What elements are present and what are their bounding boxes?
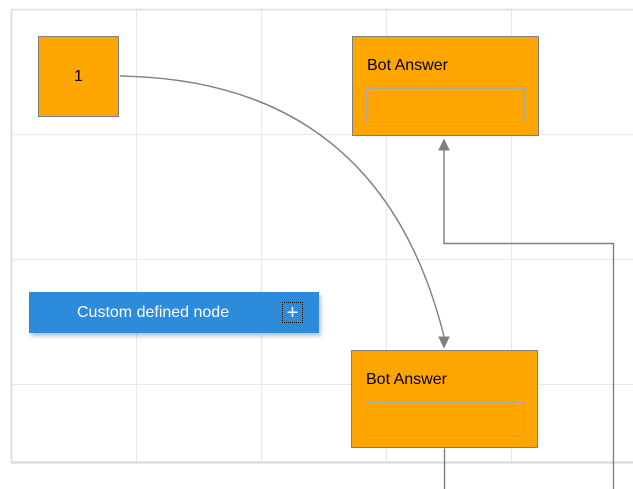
start-node[interactable]: 1: [38, 36, 119, 117]
connector-orthogonal-arrowhead: [438, 138, 450, 151]
plus-icon[interactable]: +: [282, 302, 303, 323]
bot-answer-input[interactable]: [366, 88, 525, 122]
grid-lines: [11, 9, 633, 463]
connector-curve[interactable]: [119, 75, 445, 337]
custom-defined-node[interactable]: Custom defined node +: [29, 292, 319, 333]
connector-curve-arrowhead: [438, 336, 450, 349]
connector-orthogonal[interactable]: [443, 150, 615, 489]
bot-answer-input[interactable]: [365, 402, 524, 436]
start-node-label: 1: [74, 67, 83, 85]
bot-answer-title: Bot Answer: [367, 57, 448, 74]
bot-answer-node-bottom[interactable]: Bot Answer: [351, 350, 538, 448]
custom-defined-node-label: Custom defined node: [77, 303, 230, 321]
bot-answer-node-top[interactable]: Bot Answer: [352, 36, 539, 136]
bot-answer-title: Bot Answer: [366, 371, 447, 388]
